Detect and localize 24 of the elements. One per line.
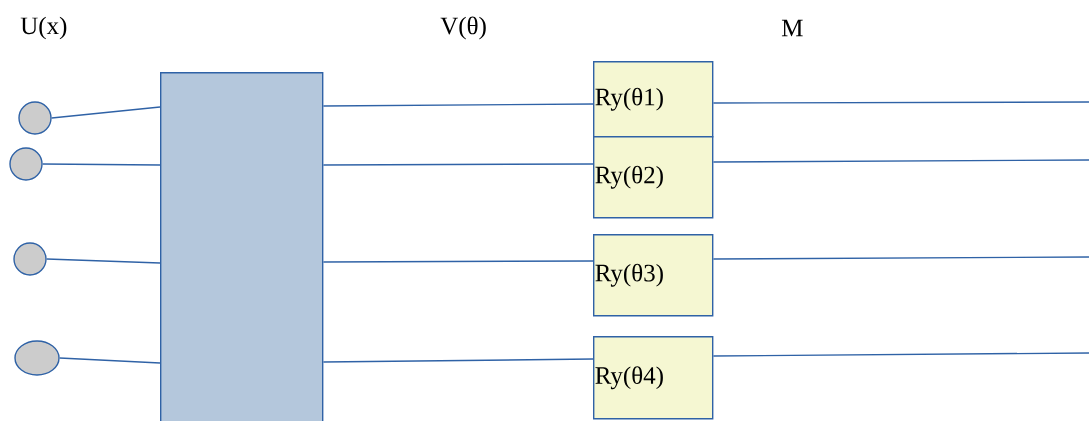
wire-line xyxy=(46,258,161,264)
wire-line xyxy=(322,163,594,166)
wire-line xyxy=(322,358,594,363)
section-label: M xyxy=(781,19,803,37)
gate-box: Ry(θ4) xyxy=(593,336,714,420)
wire-line xyxy=(712,101,1089,104)
wire-line xyxy=(59,357,161,364)
wire-line xyxy=(51,106,161,119)
section-label: U(x) xyxy=(20,16,67,40)
wire-line xyxy=(712,352,1089,357)
circuit-block xyxy=(160,72,324,421)
input-circle xyxy=(13,242,47,276)
wire-line xyxy=(322,260,594,263)
gate-box: Ry(θ3) xyxy=(593,234,714,317)
gate-box: Ry(θ2) xyxy=(593,136,714,219)
gate-box: Ry(θ1) xyxy=(593,61,714,138)
wire-line xyxy=(712,256,1089,260)
input-circle xyxy=(18,101,52,135)
input-circle xyxy=(14,340,60,376)
wire-line xyxy=(322,103,594,107)
wire-line xyxy=(712,159,1089,163)
section-label: V(θ) xyxy=(440,16,486,40)
input-circle xyxy=(9,147,43,181)
wire-line xyxy=(42,163,161,166)
